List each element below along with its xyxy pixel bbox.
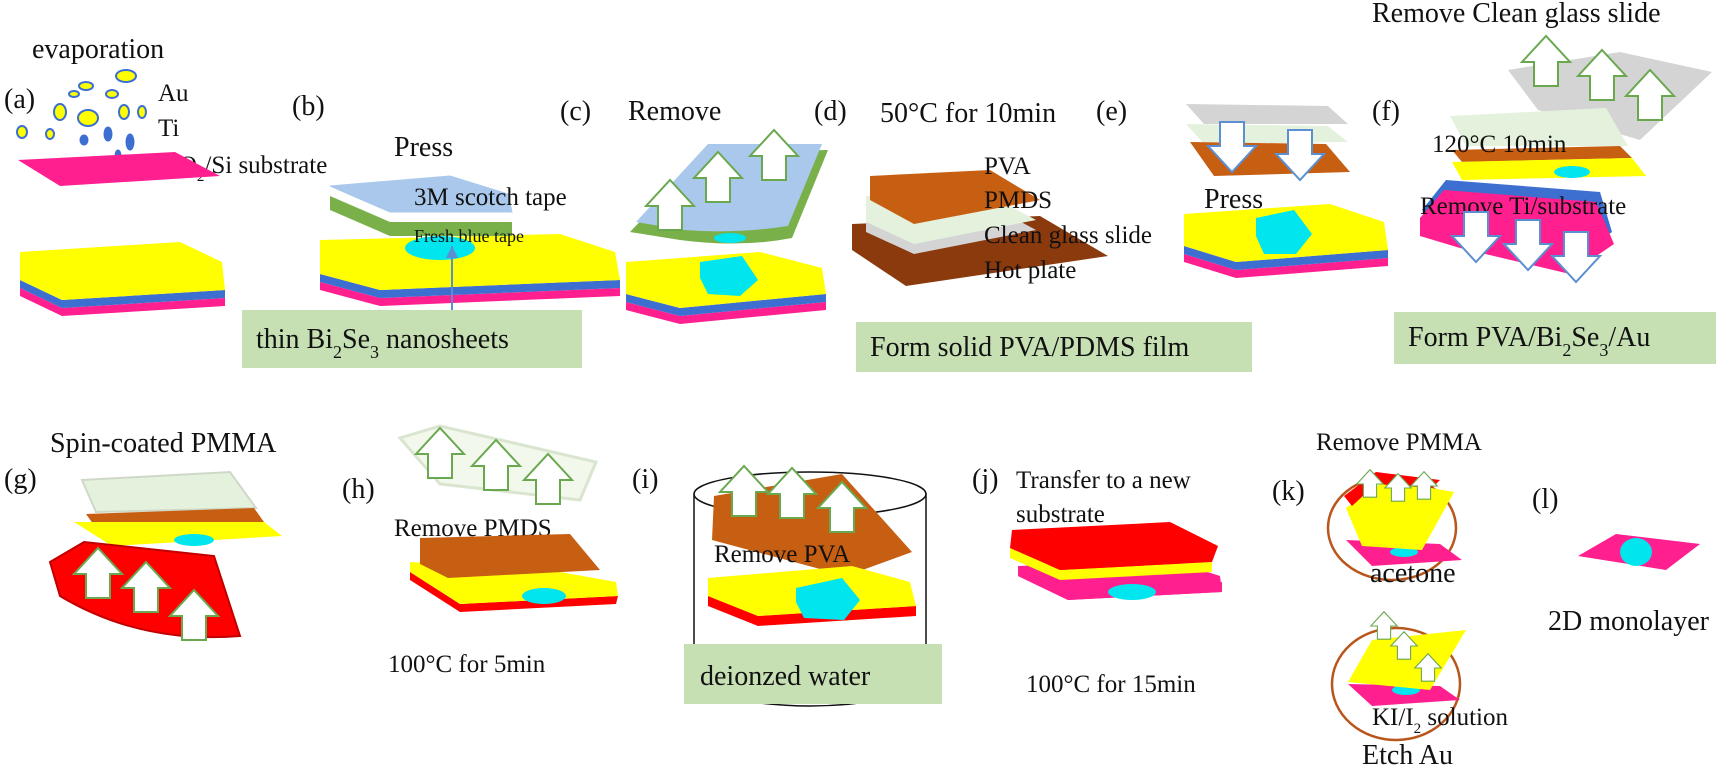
panel-h-temp-label: 100°C for 5min (388, 651, 546, 678)
panel-j-id: (j) (972, 464, 998, 495)
panel-f-temp-label: 120°C 10min (1432, 131, 1567, 158)
flake-f (1554, 166, 1590, 178)
fresh-blue-tape (330, 196, 512, 236)
panel-g-title: Spin-coated PMMA (50, 428, 277, 459)
panel-e-id: (e) (1096, 96, 1127, 127)
pva-layer (870, 170, 1040, 224)
panel-c-stack (626, 252, 826, 324)
panel-d: (d) 50°C for 10min PVA PMDS Clean glass … (814, 96, 1252, 372)
monolayer-flake (1620, 538, 1652, 566)
panel-i-stack (708, 566, 916, 626)
ki-circle (1330, 626, 1462, 742)
panel-a: (a) evaporation Au Ti SiO2/Si substrate (4, 34, 327, 316)
evaporation-particles (16, 69, 147, 167)
panel-j: (j) Transfer to a new substrate 100°C fo… (972, 464, 1222, 698)
panel-b-fresh-label: Fresh blue tape (414, 226, 524, 246)
panel-d-id: (d) (814, 96, 847, 127)
panel-e-stack (1184, 204, 1388, 278)
sio2-substrate-top (18, 152, 220, 186)
panel-i-label-box (684, 644, 942, 704)
panel-b-label-box (242, 310, 582, 368)
removed-pva-i (712, 474, 912, 576)
substrate-k2 (1348, 684, 1460, 706)
panel-k-remove-label: Remove PMMA (1316, 429, 1482, 456)
flake-g (174, 534, 214, 546)
panel-j-title2: substrate (1016, 501, 1105, 528)
pointer-arrowhead (446, 246, 458, 258)
panel-g: (g) Spin-coated PMMA (4, 428, 282, 641)
panel-h: (h) Remove PMDS 100°C for 5min (342, 424, 618, 678)
panel-l: (l) 2D monolayer (1532, 484, 1710, 637)
panel-h-stack (410, 534, 618, 612)
panel-b-press-label: Press (394, 132, 453, 163)
panel-e: (e) Press (1096, 96, 1388, 278)
peeled-flake (714, 233, 746, 243)
panel-b-id: (b) (292, 91, 325, 122)
panel-d-label-box (856, 322, 1252, 372)
au-f (1452, 158, 1646, 180)
panel-a-title: evaporation (32, 34, 164, 65)
pmma-glass-g (80, 470, 258, 514)
panel-b-stack (320, 234, 620, 306)
panel-i-id: (i) (632, 464, 658, 495)
panel-j-title1: Transfer to a new (1016, 467, 1191, 494)
panel-b-tape-label: 3M scotch tape (414, 184, 567, 211)
panel-g-id: (g) (4, 464, 37, 495)
panel-a-ti-label: Ti (158, 115, 179, 142)
panel-k-ki-label: KI/I2 solution (1372, 704, 1508, 737)
panel-i-box-label: deionzed water (700, 661, 871, 692)
panel-c: (c) Remove (560, 96, 828, 324)
panel-b-box-label: thin Bi2Se3 nanosheets (256, 324, 509, 362)
panel-j-temp-label: 100°C for 15min (1026, 671, 1196, 698)
panel-b: (b) Press 3M scotch tape Fresh blue tape… (242, 91, 620, 368)
panel-f-remove-glass-label: Remove Clean glass slide (1372, 0, 1661, 29)
panel-f-box-label: Form PVA/Bi2Se3/Au (1408, 322, 1650, 360)
au-k2 (1348, 630, 1466, 690)
panel-a-au-label: Au (158, 80, 189, 107)
panel-k: (k) Remove PMMA acetone KI/I2 solution E… (1272, 429, 1508, 770)
pmds-f (1450, 108, 1628, 146)
arrow-up-icon (1370, 611, 1398, 640)
panel-f-remove-ti-label: Remove Ti/substrate (1420, 193, 1626, 220)
au-g (74, 522, 282, 546)
pva-f (1452, 146, 1632, 162)
panel-d-temp-label: 50°C for 10min (880, 98, 1056, 129)
panel-d-hot-label: Hot plate (984, 257, 1076, 284)
pmds-top (1186, 124, 1348, 144)
flake-k1 (1390, 547, 1418, 557)
panel-i-remove-label: Remove PVA (714, 541, 850, 568)
panel-d-box-label: Form solid PVA/PDMS film (870, 332, 1189, 363)
panel-a-stack (20, 242, 225, 316)
glass-top (1186, 104, 1348, 124)
panel-c-remove-label: Remove (628, 96, 721, 127)
panel-l-mono-label: 2D monolayer (1548, 606, 1710, 637)
panel-k-etch-label: Etch Au (1362, 740, 1453, 770)
panel-a-id: (a) (4, 84, 35, 115)
panel-f: (f) Remove Clean glass slide 120°C 10min… (1372, 0, 1716, 364)
panel-d-pmds-label: PMDS (984, 187, 1052, 214)
panel-j-stack (1010, 522, 1222, 600)
panel-d-pva-label: PVA (984, 153, 1031, 180)
panel-i: (i) Remove PVA deionzed water (632, 464, 942, 707)
scotch-tape (329, 175, 513, 213)
panel-f-id: (f) (1372, 96, 1400, 127)
panel-h-id: (h) (342, 474, 375, 505)
panel-k-acetone-label: acetone (1370, 558, 1456, 589)
panel-d-glass-label: Clean glass slide (984, 222, 1152, 249)
panel-l-id: (l) (1532, 484, 1558, 515)
panel-k-id: (k) (1272, 476, 1305, 507)
panel-c-id: (c) (560, 96, 591, 127)
panel-f-label-box (1394, 312, 1716, 364)
